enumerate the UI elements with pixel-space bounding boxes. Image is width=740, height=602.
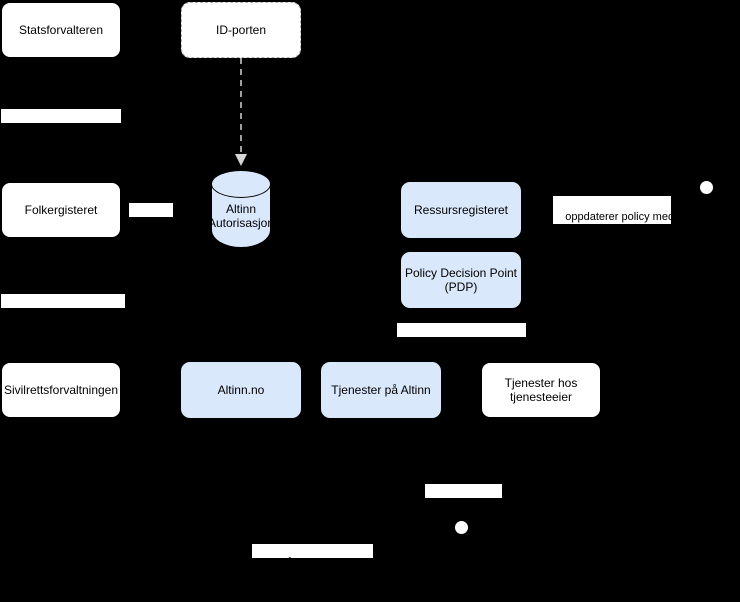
node-label: Sivilrettsforvaltningen <box>3 383 119 397</box>
edge-label-text: Bruker tjeneste <box>437 497 502 498</box>
edge-label-omfang: Omfang <box>129 203 173 217</box>
node-altinn-autorisasjon[interactable]: Altinn Autorisasjon <box>208 170 274 248</box>
connector-idporten-to-altinn <box>235 58 247 166</box>
node-label: Altinn.no <box>217 383 265 397</box>
edge-label-gjor-autorisasjonsoppslag: Gjør autorisasjonsoppslag <box>397 323 526 337</box>
edge-label-text: Fatter vedtak om vergeål <box>13 122 121 123</box>
node-label: Folkergisteret <box>24 203 98 217</box>
node-label: Altinn Autorisasjon <box>207 202 275 230</box>
node-label: Statsforvalteren <box>18 23 104 37</box>
node-statsforvalteren[interactable]: Statsforvalteren <box>1 2 121 58</box>
node-tjenester-pa-altinn[interactable]: Tjenester på Altinn <box>321 362 441 418</box>
edge-label-text: Definerer legitimasjoner <box>13 307 125 308</box>
edge-label-text: Se på verge/vergehaver <box>264 557 373 558</box>
node-tjenester-hos-tjenesteeier[interactable]: Tjenester hos tjenesteeier <box>481 362 601 418</box>
node-altinn-no[interactable]: Altinn.no <box>181 362 301 418</box>
edge-label-bruker-tjeneste: Bruker tjeneste <box>425 484 502 498</box>
edge-label-fatter-vedtak: Fatter vedtak om vergeål <box>1 109 121 123</box>
node-label: Tjenester på Altinn <box>331 383 431 397</box>
edge-label-text: oppdaterer policy med vergemål-tilgangsp… <box>565 211 671 223</box>
actor-head-icon-bottom[interactable] <box>455 521 468 534</box>
edge-label-se-pa-verge: Se på verge/vergehaver <box>252 544 373 558</box>
edge-label-text: Gjør autorisasjonsoppslag <box>409 336 526 337</box>
edge-label-definerer-legitimasjoner: Definerer legitimasjoner <box>1 294 125 308</box>
node-label: Policy Decision Point (PDP) <box>404 266 518 294</box>
node-folkergisteret[interactable]: Folkergisteret <box>1 182 121 238</box>
node-ressursregisteret[interactable]: Ressursregisteret <box>401 182 521 238</box>
node-sivilrettsforvaltningen[interactable]: Sivilrettsforvaltningen <box>1 362 121 418</box>
node-id-porten[interactable]: ID-porten <box>181 2 301 58</box>
actor-head-icon-top-right[interactable] <box>700 181 713 194</box>
node-label: Tjenester hos tjenesteeier <box>504 376 578 404</box>
node-label: ID-porten <box>215 23 267 37</box>
cylinder-top-ellipse <box>211 170 271 198</box>
edge-label-oppdaterer-policy: oppdaterer policy med vergemål-tilgangsp… <box>553 196 671 224</box>
edge-label-text: Omfang <box>141 216 173 217</box>
node-policy-decision-point[interactable]: Policy Decision Point (PDP) <box>401 252 521 308</box>
node-label: Ressursregisteret <box>413 203 509 217</box>
